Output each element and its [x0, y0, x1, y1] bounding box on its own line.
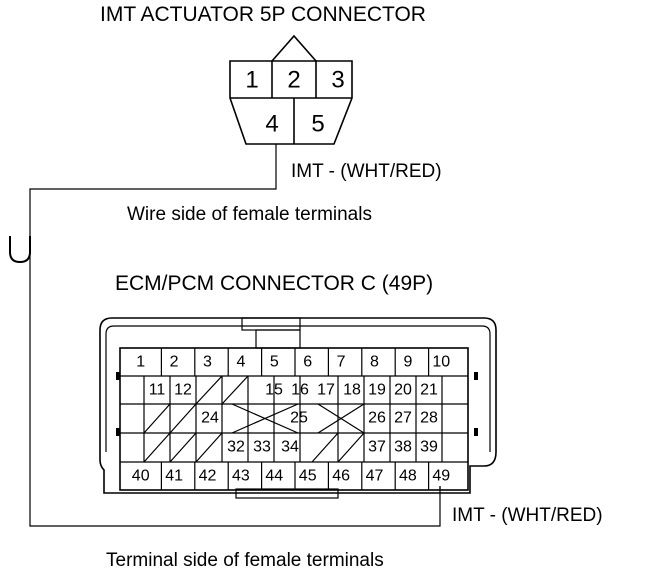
ecm-connector — [99, 317, 497, 499]
actuator-connector: 1 2 3 4 5 — [229, 34, 353, 145]
ecm-pin-8: 8 — [370, 354, 379, 371]
ecm-pin-25: 25 — [290, 410, 308, 427]
ecm-pin-43: 43 — [232, 468, 250, 485]
ecm-pin-9: 9 — [403, 354, 412, 371]
ecm-pin-40: 40 — [132, 468, 150, 485]
ecm-pin-4: 4 — [236, 354, 245, 371]
ecm-pin-48: 48 — [399, 468, 417, 485]
ecm-pin-20: 20 — [394, 382, 412, 399]
ecm-pin-42: 42 — [199, 468, 217, 485]
ecm-pin-34: 34 — [281, 439, 299, 456]
ecm-pin-46: 46 — [332, 468, 350, 485]
ecm-pin-3: 3 — [203, 354, 212, 371]
imt-wire — [29, 144, 441, 527]
ecm-pin-10: 10 — [432, 354, 450, 371]
actuator-wire-label: IMT - (WHT/RED) — [291, 161, 442, 182]
actuator-pin-3: 3 — [331, 67, 344, 94]
ecm-pin-6: 6 — [303, 354, 312, 371]
ecm-pin-33: 33 — [253, 439, 271, 456]
ecm-pin-27: 27 — [394, 410, 412, 427]
ecm-pin-21: 21 — [420, 382, 438, 399]
ecm-pin-28: 28 — [420, 410, 438, 427]
ecm-wire-label: IMT - (WHT/RED) — [452, 505, 603, 526]
ecm-pin-45: 45 — [299, 468, 317, 485]
ecm-pin-12: 12 — [174, 382, 192, 399]
actuator-pin-2: 2 — [287, 67, 300, 94]
ecm-pin-24: 24 — [201, 410, 219, 427]
ecm-pin-5: 5 — [270, 354, 279, 371]
ecm-pin-19: 19 — [368, 382, 386, 399]
actuator-caption: Wire side of female terminals — [127, 204, 372, 225]
ecm-pin-1: 1 — [136, 354, 145, 371]
ecm-pin-39: 39 — [420, 439, 438, 456]
ecm-pin-15: 15 — [265, 382, 283, 399]
ecm-pin-16: 16 — [291, 382, 309, 399]
ecm-pin-38: 38 — [394, 439, 412, 456]
continuity-symbol — [9, 236, 31, 264]
actuator-pin-1: 1 — [245, 67, 258, 94]
ecm-pin-17: 17 — [317, 382, 335, 399]
ecm-pin-18: 18 — [343, 382, 361, 399]
ecm-pin-49: 49 — [432, 468, 450, 485]
ecm-pin-44: 44 — [265, 468, 283, 485]
ecm-pin-37: 37 — [368, 439, 386, 456]
ecm-pin-11: 11 — [149, 382, 166, 399]
ecm-pin-26: 26 — [368, 410, 386, 427]
ecm-pin-47: 47 — [366, 468, 384, 485]
ecm-caption: Terminal side of female terminals — [106, 550, 384, 571]
ecm-pin-2: 2 — [170, 354, 179, 371]
actuator-pin-5: 5 — [311, 111, 324, 138]
ecm-pin-32: 32 — [227, 439, 245, 456]
actuator-pin-4: 4 — [265, 111, 278, 138]
ecm-pin-41: 41 — [165, 468, 183, 485]
ecm-title: ECM/PCM CONNECTOR C (49P) — [115, 272, 433, 295]
actuator-title: IMT ACTUATOR 5P CONNECTOR — [100, 3, 426, 26]
ecm-pin-7: 7 — [337, 354, 346, 371]
